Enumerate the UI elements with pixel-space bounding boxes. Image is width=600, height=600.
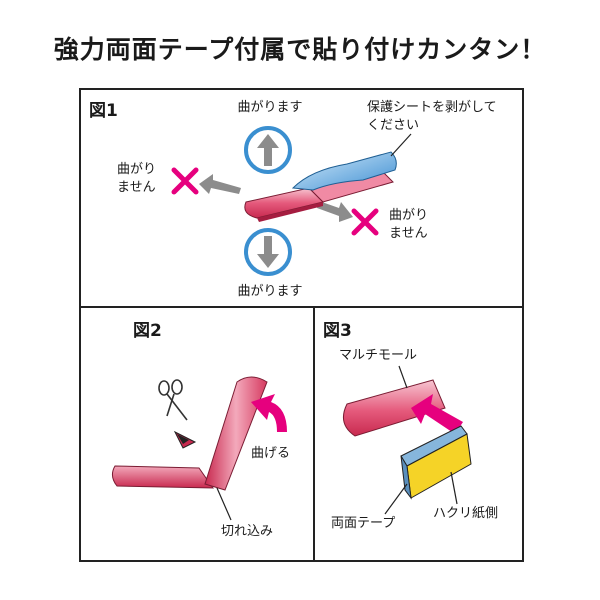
bend-ng-right-label-2: ません — [389, 226, 428, 241]
x-mark-icon — [351, 208, 379, 236]
figure-2-diagram — [111, 376, 287, 521]
protective-sheet — [291, 151, 397, 191]
bend-ok-up-label: 曲がります — [237, 100, 303, 115]
bend-ng-left-label-1: 曲がり — [117, 162, 157, 177]
peel-sheet-label-1: 保護シートを剥がして — [367, 100, 497, 115]
cut-label: 切れ込み — [221, 524, 274, 539]
headline: 強力両面テープ付属で貼り付けカンタン！ — [53, 35, 547, 64]
tape-label: 両面テープ — [331, 516, 396, 531]
backing-label: ハクリ紙側 — [433, 506, 499, 521]
scissors-icon — [158, 379, 188, 421]
arrow-right-icon — [317, 201, 353, 222]
arrow-push-icon — [411, 394, 463, 434]
double-sided-tape — [400, 425, 472, 500]
arrow-down-icon — [244, 228, 292, 276]
molding-horizontal — [111, 465, 214, 489]
figure-1-diagram — [171, 126, 412, 276]
bend-ng-right-label-1: 曲がり — [389, 208, 429, 223]
figure-1-label: 図1 — [89, 101, 118, 121]
figure-3-diagram — [342, 365, 472, 515]
curved-arrow-icon — [251, 394, 287, 432]
figure-3-label: 図3 — [323, 321, 352, 341]
figure-2-label: 図2 — [133, 321, 162, 341]
bend-ok-down-label: 曲がります — [237, 284, 303, 299]
figure-1-panel: 図1 — [79, 88, 524, 308]
bend-label: 曲げる — [251, 446, 291, 461]
bend-ng-left-label-2: ません — [117, 180, 156, 195]
x-mark-icon — [171, 167, 199, 195]
arrow-left-icon — [199, 174, 241, 194]
figure-3-panel: 図3 マルチモール 両面テープ ハクリ紙側 — [313, 306, 524, 562]
peel-sheet-label-2: ください — [367, 118, 420, 133]
figure-2-panel: 図2 曲げる — [79, 306, 315, 562]
arrow-up-icon — [244, 126, 292, 174]
molding-label: マルチモール — [339, 348, 418, 363]
molding-piece — [244, 169, 394, 222]
molding-bent — [204, 376, 268, 491]
